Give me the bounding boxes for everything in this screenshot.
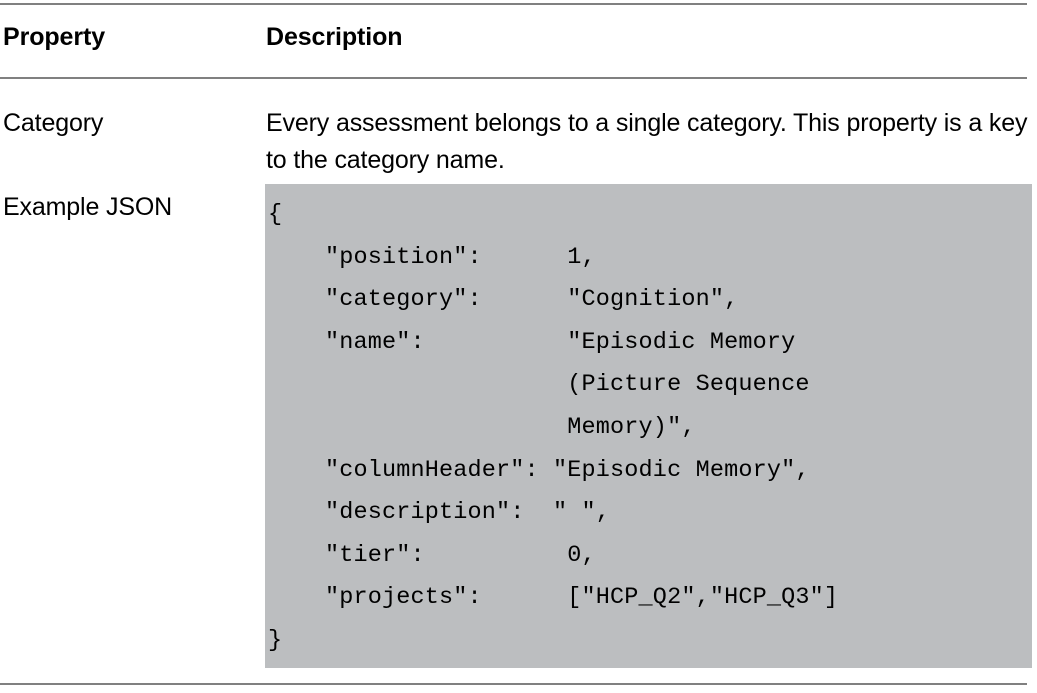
column-header-description: Description [266, 23, 403, 51]
column-header-property: Property [3, 23, 106, 51]
example-json-code-block: { "position": 1, "category": "Cognition"… [265, 184, 1032, 668]
property-name-example-json: Example JSON [3, 193, 173, 221]
table-top-rule [0, 3, 1027, 5]
property-description-category: Every assessment belongs to a single cat… [266, 109, 1028, 174]
table-bottom-rule [0, 683, 1027, 685]
table-header-rule [0, 77, 1027, 79]
property-name-category: Category [3, 109, 104, 137]
example-json-code-text: { "position": 1, "category": "Cognition"… [268, 201, 839, 654]
